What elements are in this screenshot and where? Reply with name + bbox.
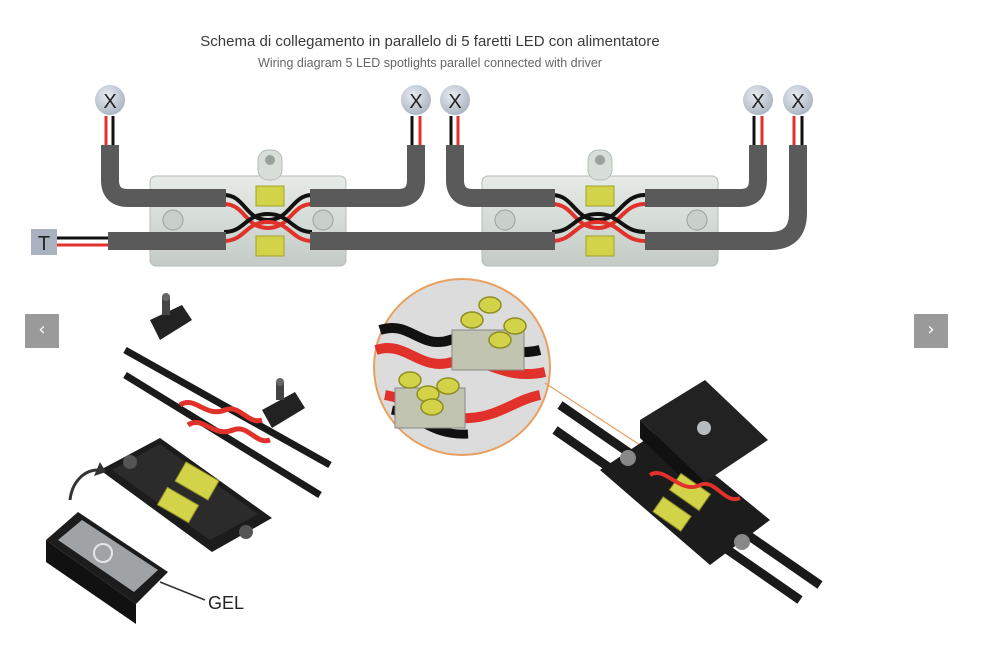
spotlight-label: X: [791, 91, 804, 113]
spotlight-3: X: [440, 85, 470, 115]
spotlight-2: X: [401, 85, 431, 115]
gel-label: GEL: [208, 593, 244, 613]
diagram-subtitle: Wiring diagram 5 LED spotlights parallel…: [258, 56, 602, 70]
driver-label: T: [38, 233, 50, 255]
carousel-next-button[interactable]: ›: [914, 314, 948, 348]
spotlight-label: X: [448, 91, 461, 113]
terminal-zoom-detail: [373, 278, 641, 456]
spotlight-label: X: [751, 91, 764, 113]
spotlight-label: X: [409, 91, 422, 113]
exploded-connector-illustration: GEL: [46, 293, 332, 624]
driver-symbol: T: [31, 229, 57, 255]
cable-clamp-icon: [262, 378, 305, 428]
spotlight-label: X: [103, 91, 116, 113]
lamp-wires: [104, 116, 804, 145]
spotlight-1: X: [95, 85, 125, 115]
spotlight-5: X: [783, 85, 813, 115]
cables: [101, 145, 807, 250]
assembled-connector-illustration: [552, 380, 823, 604]
carousel-prev-button[interactable]: ‹: [25, 314, 59, 348]
diagram-title: Schema di collegamento in parallelo di 5…: [200, 33, 660, 50]
cable-clamp-icon: [150, 293, 192, 340]
spotlight-4: X: [743, 85, 773, 115]
